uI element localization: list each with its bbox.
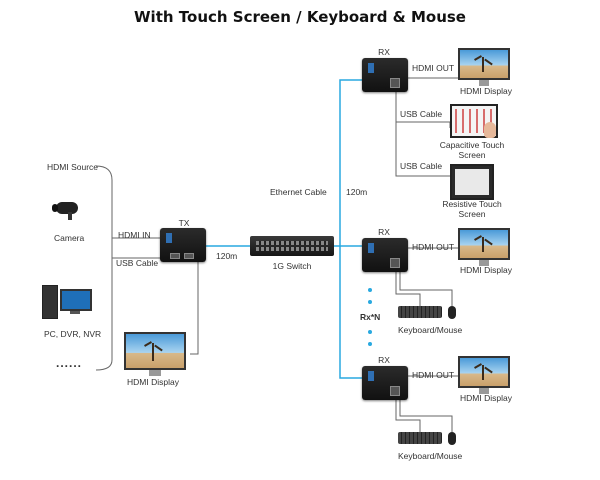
camera-label: Camera bbox=[54, 233, 85, 243]
hand-icon bbox=[484, 122, 496, 138]
rx1-hdmi-out-label: HDMI OUT bbox=[412, 63, 455, 73]
more-sources: ...... bbox=[56, 356, 83, 370]
continuation-dot bbox=[368, 342, 372, 346]
tx-transmitter bbox=[160, 228, 206, 262]
keyboard-icon bbox=[398, 306, 442, 318]
cap-touch-label-1: Capacitive Touch bbox=[439, 140, 505, 150]
rx2-mouse-wire bbox=[399, 262, 453, 306]
usb-cable-1-label: USB Cable bbox=[400, 109, 443, 119]
continuation-dot bbox=[368, 330, 372, 334]
rx1-usb-wire2 bbox=[395, 122, 450, 177]
rx2-display-label: HDMI Display bbox=[460, 265, 512, 275]
rx3-hdmi-out-label: HDMI OUT bbox=[412, 370, 455, 380]
keyboard-mouse-label-2: Keyboard/Mouse bbox=[398, 451, 463, 461]
ethernet-trunk bbox=[334, 79, 362, 247]
tx-hdmi-display bbox=[124, 332, 186, 376]
cap-touch-label-2: Screen bbox=[458, 150, 486, 160]
ethernet-cable-label: Ethernet Cable bbox=[270, 187, 327, 197]
source-bracket bbox=[95, 165, 113, 371]
diagram-title: With Touch Screen / Keyboard & Mouse bbox=[134, 8, 466, 26]
continuation-dot bbox=[368, 300, 372, 304]
rx1-display-label: HDMI Display bbox=[460, 86, 512, 96]
tx-display-wire bbox=[190, 262, 199, 355]
distance-trunk-label: 120m bbox=[346, 187, 368, 197]
rx3-label: RX bbox=[378, 355, 390, 365]
usb-cable-2-label: USB Cable bbox=[400, 161, 443, 171]
ethernet-rx3 bbox=[339, 246, 362, 379]
continuation-dot bbox=[368, 288, 372, 292]
usb-cable-tx-label: USB Cable bbox=[116, 258, 159, 268]
distance-tx-label: 120m bbox=[216, 251, 238, 261]
switch-label: 1G Switch bbox=[272, 261, 312, 271]
rx3-kb-wire bbox=[395, 390, 421, 432]
tx-label: TX bbox=[178, 218, 190, 228]
rx2-receiver bbox=[362, 238, 408, 272]
hdmi-source-label: HDMI Source bbox=[47, 162, 99, 172]
pc-label: PC, DVR, NVR bbox=[44, 329, 102, 339]
rx1-label: RX bbox=[378, 47, 390, 57]
gigabit-switch bbox=[250, 236, 334, 256]
rx3-hdmi-display bbox=[458, 356, 510, 394]
keyboard-mouse-label-1: Keyboard/Mouse bbox=[398, 325, 463, 335]
rx3-receiver bbox=[362, 366, 408, 400]
mouse-icon bbox=[448, 432, 456, 445]
keyboard-icon bbox=[398, 432, 442, 444]
hdmi-in-label: HDMI IN bbox=[118, 230, 151, 240]
rx2-hdmi-out-label: HDMI OUT bbox=[412, 242, 455, 252]
rx2-kb-wire bbox=[395, 262, 421, 306]
rx3-display-label: HDMI Display bbox=[460, 393, 512, 403]
res-touch-label-2: Screen bbox=[458, 209, 486, 219]
rx-n-label: Rx*N bbox=[360, 312, 381, 322]
rx3-mouse-wire bbox=[399, 390, 453, 432]
rx2-hdmi-display bbox=[458, 228, 510, 266]
res-touch-label-1: Resistive Touch bbox=[442, 199, 502, 209]
rx1-receiver bbox=[362, 58, 408, 92]
mouse-icon bbox=[448, 306, 456, 319]
tx-display-label: HDMI Display bbox=[127, 377, 179, 387]
rx1-hdmi-display bbox=[458, 48, 510, 86]
resistive-touch-screen bbox=[450, 164, 494, 200]
rx2-label: RX bbox=[378, 227, 390, 237]
